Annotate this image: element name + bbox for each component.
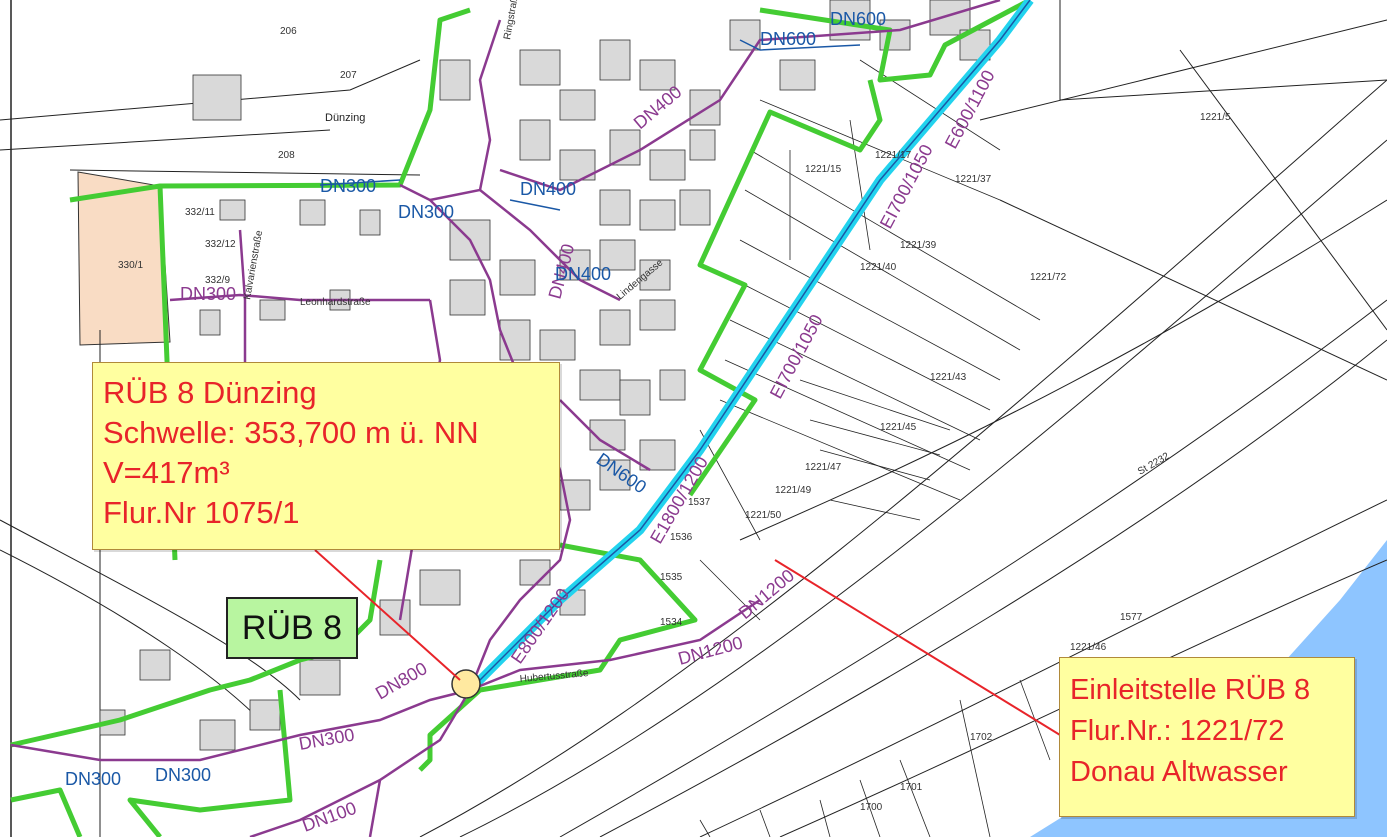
- parcel-number: 1702: [970, 732, 993, 743]
- street-label: Leonhardstraße: [300, 297, 371, 308]
- parcel-numbers: 1221/72 1221/43 1221/45 1221/40 1221/39 …: [118, 26, 1231, 813]
- rueb-info-callout: RÜB 8 Dünzing Schwelle: 353,700 m ü. NN …: [92, 362, 560, 550]
- parcel-number: 1701: [900, 782, 923, 793]
- rueb-marker: [451, 669, 481, 699]
- callout-threshold: Schwelle: 353,700 m ü. NN: [103, 415, 479, 450]
- pipe-label: DN600: [760, 29, 816, 49]
- parcel-number: 208: [278, 150, 295, 161]
- parcel-number: 1534: [660, 617, 683, 628]
- pipe-label: DN600: [830, 9, 886, 29]
- parcel-number: 1221/39: [900, 240, 937, 251]
- pipe-label: DN300: [155, 765, 211, 785]
- parcel-number: 332/12: [205, 239, 236, 250]
- parcel-number: 1577: [1120, 612, 1143, 623]
- callout-outlet-water: Donau Altwasser: [1070, 756, 1288, 788]
- callout-outlet-parcel: Flur.Nr.: 1221/72: [1070, 715, 1285, 747]
- parcel-number: 1221/5: [1200, 112, 1231, 123]
- parcel-number: 1221/43: [930, 372, 967, 383]
- pipe-label: DN300: [398, 202, 454, 222]
- parcel-number: 1221/37: [955, 174, 992, 185]
- parcel-number: 1221/17: [875, 150, 912, 161]
- parcel-number: 1221/47: [805, 462, 842, 473]
- parcel-number: 1221/49: [775, 485, 812, 496]
- callout-parcel: Flur.Nr 1075/1: [103, 495, 300, 530]
- parcel-number: 1535: [660, 572, 683, 583]
- callout-outlet-title: Einleitstelle RÜB 8: [1070, 674, 1311, 706]
- parcel-number: 1221/40: [860, 262, 897, 273]
- parcel-number: 1221/45: [880, 422, 917, 433]
- place-label: Dünzing: [325, 112, 365, 124]
- pipe-label: DN400: [555, 264, 611, 284]
- parcel-number: 1221/72: [1030, 272, 1067, 283]
- outlet-info-callout: Einleitstelle RÜB 8 Flur.Nr.: 1221/72 Do…: [1059, 657, 1355, 817]
- parcel-number: 1700: [860, 802, 883, 813]
- parcel-number: 1221/50: [745, 510, 782, 521]
- rueb-label: RÜB 8: [226, 597, 358, 659]
- parcel-number: 332/9: [205, 275, 230, 286]
- pipe-label: DN300: [180, 284, 236, 304]
- leader-main: [314, 549, 461, 681]
- parcel-number: 332/11: [185, 207, 215, 218]
- field-parcel: [77, 171, 171, 346]
- parcel-number: 1536: [670, 532, 693, 543]
- pipe-label: DN400: [520, 179, 576, 199]
- parcel-number: 330/1: [118, 260, 143, 271]
- callout-title: RÜB 8 Dünzing: [103, 375, 317, 410]
- parcel-number: 1221/15: [805, 164, 842, 175]
- parcel-number: 207: [340, 70, 357, 81]
- pipe-label: DN300: [320, 176, 376, 196]
- leader-outlet: [774, 559, 1061, 736]
- callout-volume: V=417m³: [103, 455, 230, 490]
- pipe-label: DN300: [65, 769, 121, 789]
- parcel-number: 1221/46: [1070, 642, 1107, 653]
- parcel-number: 1537: [688, 497, 711, 508]
- parcel-number: 206: [280, 26, 297, 37]
